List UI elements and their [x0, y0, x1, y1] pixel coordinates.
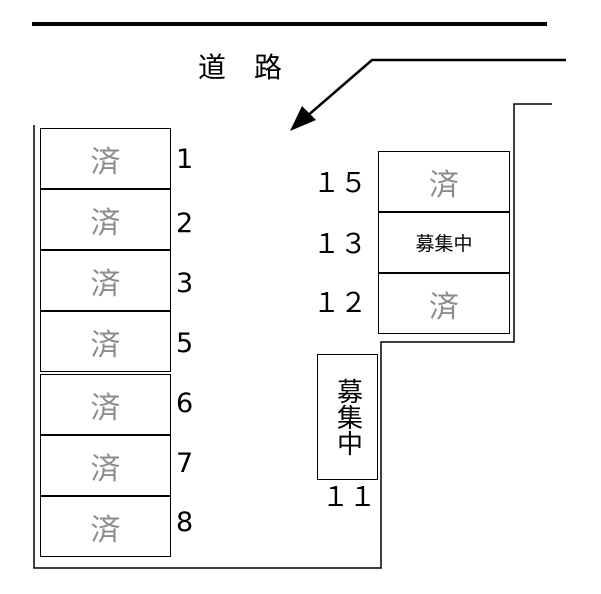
lot-status: 済 [90, 205, 121, 241]
lot-number: １２ [313, 288, 367, 319]
lot-number: １５ [313, 168, 367, 199]
lot-status: 済 [429, 289, 459, 325]
lot-status: 募集中 [332, 378, 363, 456]
lot-number: 6 [176, 388, 194, 419]
lot-status: 済 [90, 512, 121, 548]
entrance-arrow-line [297, 58, 566, 125]
lot-5[interactable]: 済 [40, 311, 171, 372]
lot-15[interactable]: 済 [378, 151, 510, 212]
lot-status: 済 [90, 266, 121, 302]
lot-status: 済 [90, 327, 121, 363]
lot-status: 済 [90, 451, 121, 487]
lot-12[interactable]: 済 [378, 273, 510, 334]
lot-7[interactable]: 済 [40, 435, 171, 496]
lot-3[interactable]: 済 [40, 250, 171, 311]
lot-number: １１ [322, 482, 376, 513]
lot-number: 1 [176, 144, 194, 175]
lot-2[interactable]: 済 [40, 189, 171, 250]
lot-status: 済 [90, 144, 121, 180]
lot-6[interactable]: 済 [40, 374, 171, 435]
lot-number: １３ [313, 229, 367, 260]
lot-number: 7 [176, 448, 194, 479]
lot-number: 2 [176, 208, 194, 239]
lot-status: 済 [429, 167, 459, 203]
lot-8[interactable]: 済 [40, 496, 171, 557]
entrance-arrow-head [290, 106, 316, 131]
lot-number: 3 [176, 268, 194, 299]
lot-number: 5 [176, 328, 194, 359]
lot-11[interactable]: 募集中 [317, 354, 378, 480]
lot-1[interactable]: 済 [40, 128, 171, 189]
lot-boundary [33, 103, 552, 569]
lot-status: 募集中 [415, 233, 473, 255]
lot-status: 済 [90, 390, 121, 426]
road-label: 道 路 [198, 51, 283, 84]
lot-number: 8 [176, 507, 194, 538]
lot-13[interactable]: 募集中 [378, 212, 510, 273]
